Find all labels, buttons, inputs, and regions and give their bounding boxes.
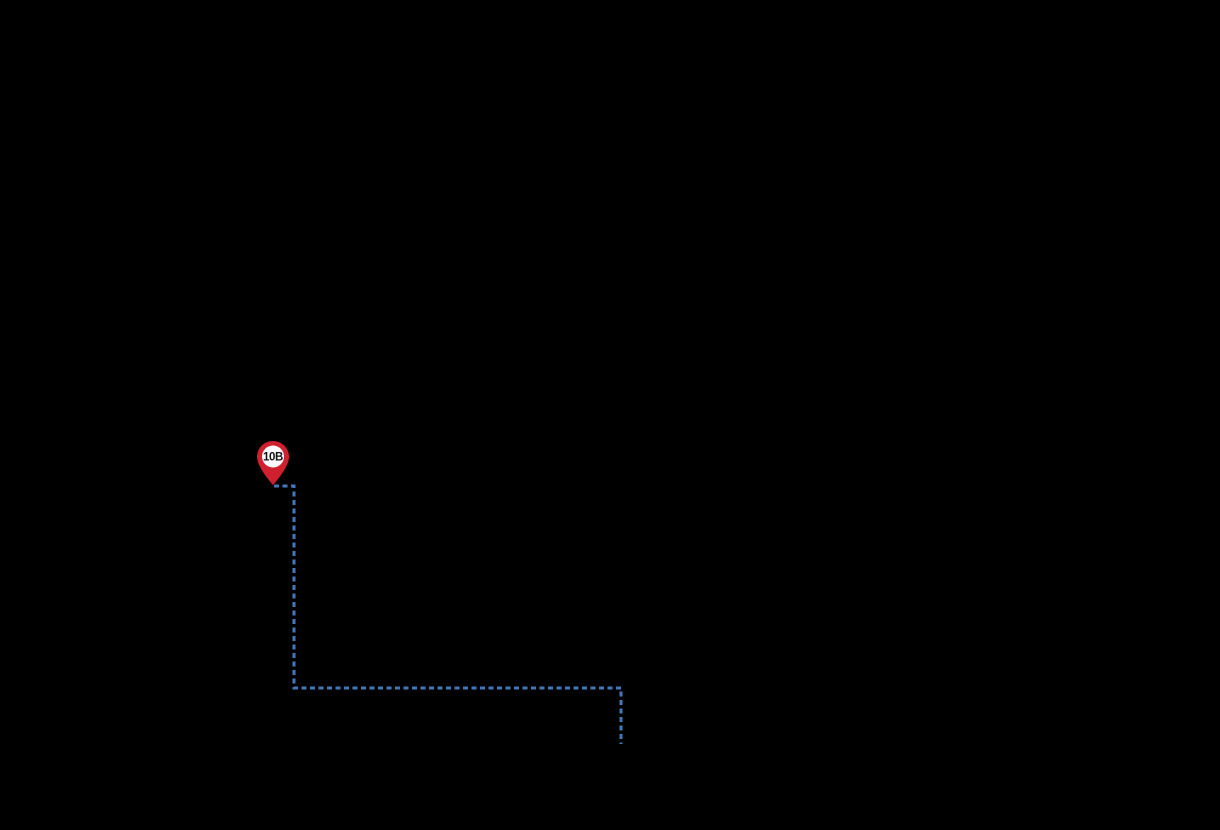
stop-marker[interactable]: 10B (257, 441, 289, 485)
pin-label: 10B (263, 452, 283, 464)
route-path (274, 484, 623, 744)
pin-label-badge (262, 445, 284, 468)
